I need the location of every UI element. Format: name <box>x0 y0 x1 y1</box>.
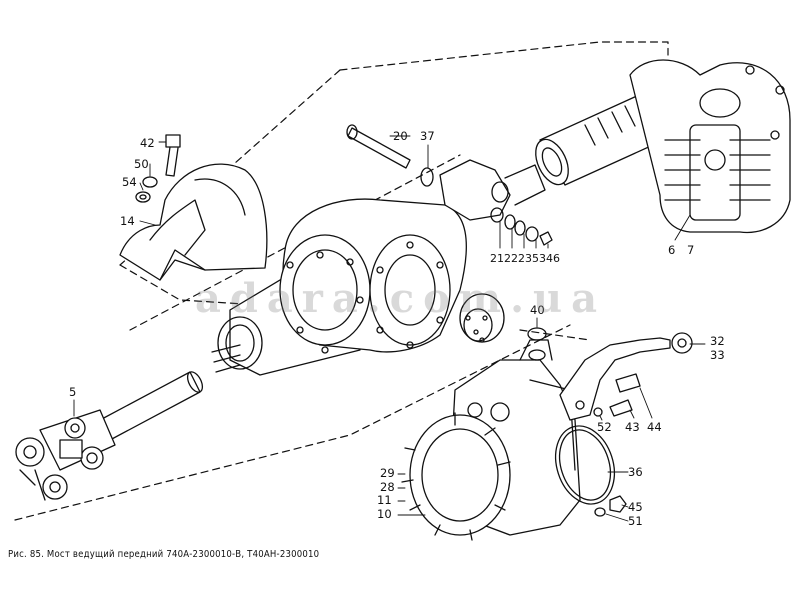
callout-40: 40 <box>530 303 545 317</box>
callout-11: 11 <box>377 493 392 507</box>
pivot-housing <box>629 59 791 234</box>
callout-50: 50 <box>134 157 149 171</box>
nut-and-washer <box>594 495 627 517</box>
callout-33: 33 <box>710 348 725 362</box>
bracket-with-hose <box>559 332 693 421</box>
callout-36: 36 <box>628 465 643 479</box>
watermark: adara.com.ua <box>195 275 607 322</box>
bolt-and-washers <box>135 134 181 203</box>
callout-14: 14 <box>120 214 135 228</box>
callout-6: 6 <box>668 243 675 257</box>
callout-29: 29 <box>380 466 395 480</box>
figure-caption: Рис. 85. Мост ведущий передний 740А-2300… <box>8 549 320 560</box>
protective-cover <box>119 163 268 281</box>
pin-and-ring <box>346 124 434 187</box>
leader-lines <box>73 135 706 522</box>
washer-stack <box>490 207 553 246</box>
callout-37: 37 <box>420 129 435 143</box>
callout-52: 52 <box>597 420 612 434</box>
callout-28: 28 <box>380 480 395 494</box>
callout-44: 44 <box>647 420 662 434</box>
gasket <box>554 425 616 505</box>
callout-32: 32 <box>710 334 725 348</box>
callout-54: 54 <box>122 175 137 189</box>
callout-7: 7 <box>687 243 694 257</box>
axle-housing <box>211 159 546 376</box>
callout-42: 42 <box>140 136 155 150</box>
wheel-reduction-housing <box>401 339 581 541</box>
callout-labels: 42 50 54 14 20 37 2122235346 6 7 5 40 32… <box>69 129 725 528</box>
callout-21-22-23-53-46: 2122235346 <box>490 252 560 265</box>
cardan-shaft <box>15 371 204 501</box>
callout-43: 43 <box>625 420 640 434</box>
retaining-ring <box>527 327 547 361</box>
callout-45: 45 <box>628 500 643 514</box>
callout-20: 20 <box>393 129 408 143</box>
callout-10: 10 <box>377 507 392 521</box>
callout-51: 51 <box>628 514 643 528</box>
callout-5: 5 <box>69 385 76 399</box>
